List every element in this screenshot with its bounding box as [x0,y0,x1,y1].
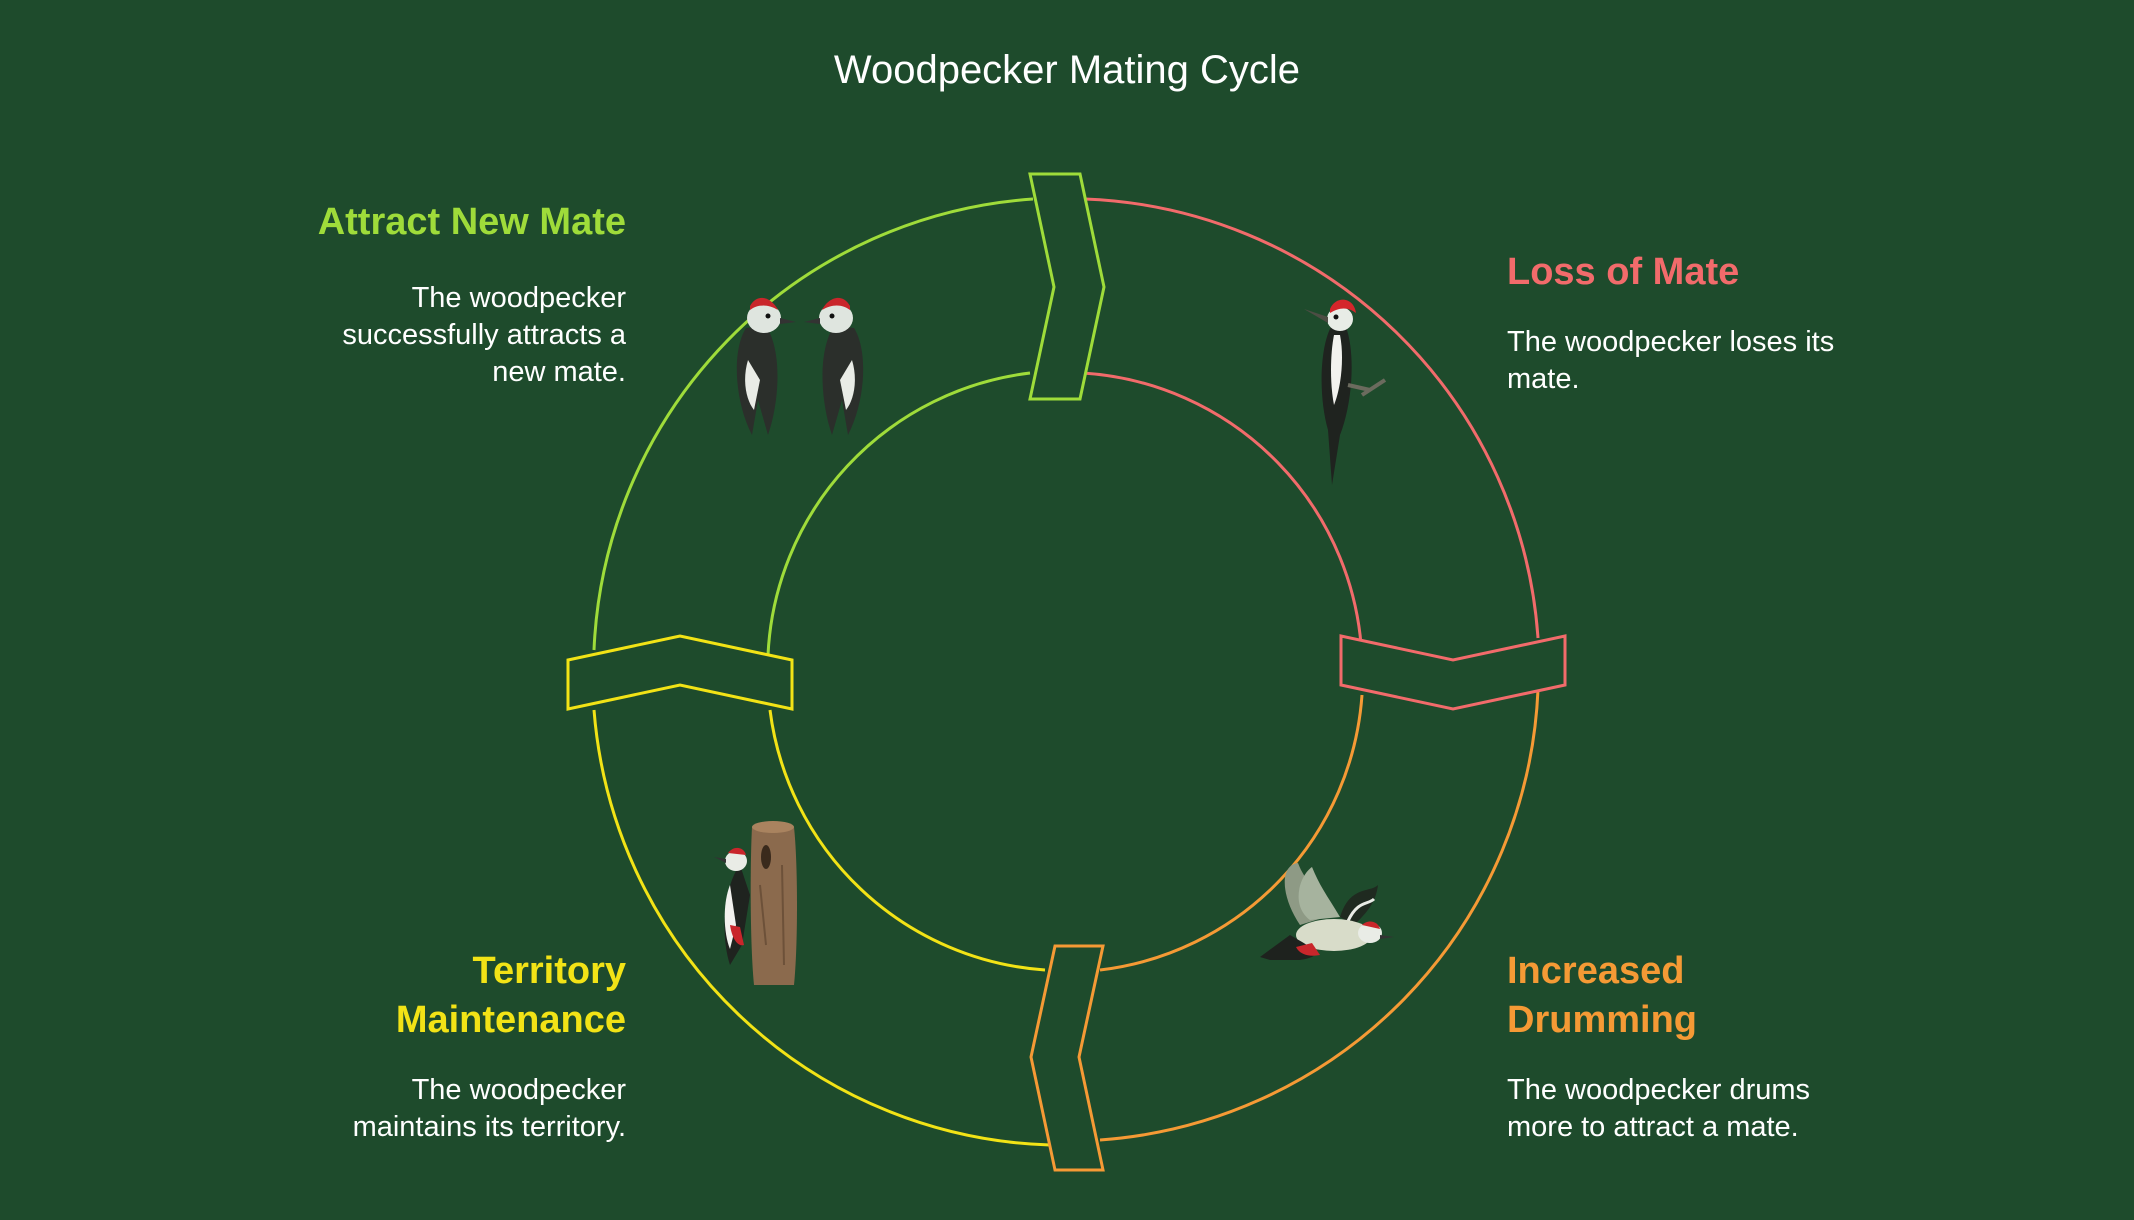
arc-outer-territory-maintenance [592,709,1051,1147]
step-title-attract-new-mate: Attract New Mate [317,201,626,243]
step-desc-loss-of-mate: The woodpecker loses its mate. [1507,326,1835,395]
step-desc-territory-maintenance: The woodpecker maintains its territory. [352,1074,626,1143]
chevron-top-icon [1028,172,1106,401]
chevron-left-icon [566,634,794,711]
chevron-right-icon [1339,634,1567,711]
ring-arcs [592,197,1540,1147]
step-title-loss-of-mate: Loss of Mate [1507,251,1740,293]
arc-outer-attract-new-mate [592,197,1034,651]
chevron-bottom-icon [1029,944,1105,1172]
chevron-connectors [566,172,1567,1172]
woodpecker-on-trunk-icon [714,821,797,985]
step-title-increased-drumming: Increased Drumming [1507,950,1697,1041]
step-desc-attract-new-mate: The woodpecker successfully attracts a n… [342,282,626,388]
arc-inner-loss-of-mate [1082,371,1364,661]
arc-inner-attract-new-mate [766,371,1031,656]
arc-inner-increased-drumming [1099,694,1364,972]
perched-woodpecker-icon [1304,299,1387,485]
woodpecker-pair-icon [736,297,864,435]
diagram-title: Woodpecker Mating Cycle [833,48,1301,92]
flying-woodpecker-icon [1260,863,1394,960]
step-desc-increased-drumming: The woodpecker drums more to attract a m… [1507,1074,1811,1143]
arc-outer-increased-drumming [1099,689,1540,1142]
arc-inner-territory-maintenance [768,709,1046,972]
arc-outer-loss-of-mate [1084,197,1540,639]
step-title-territory-maintenance: Territory Maintenance [395,950,626,1041]
